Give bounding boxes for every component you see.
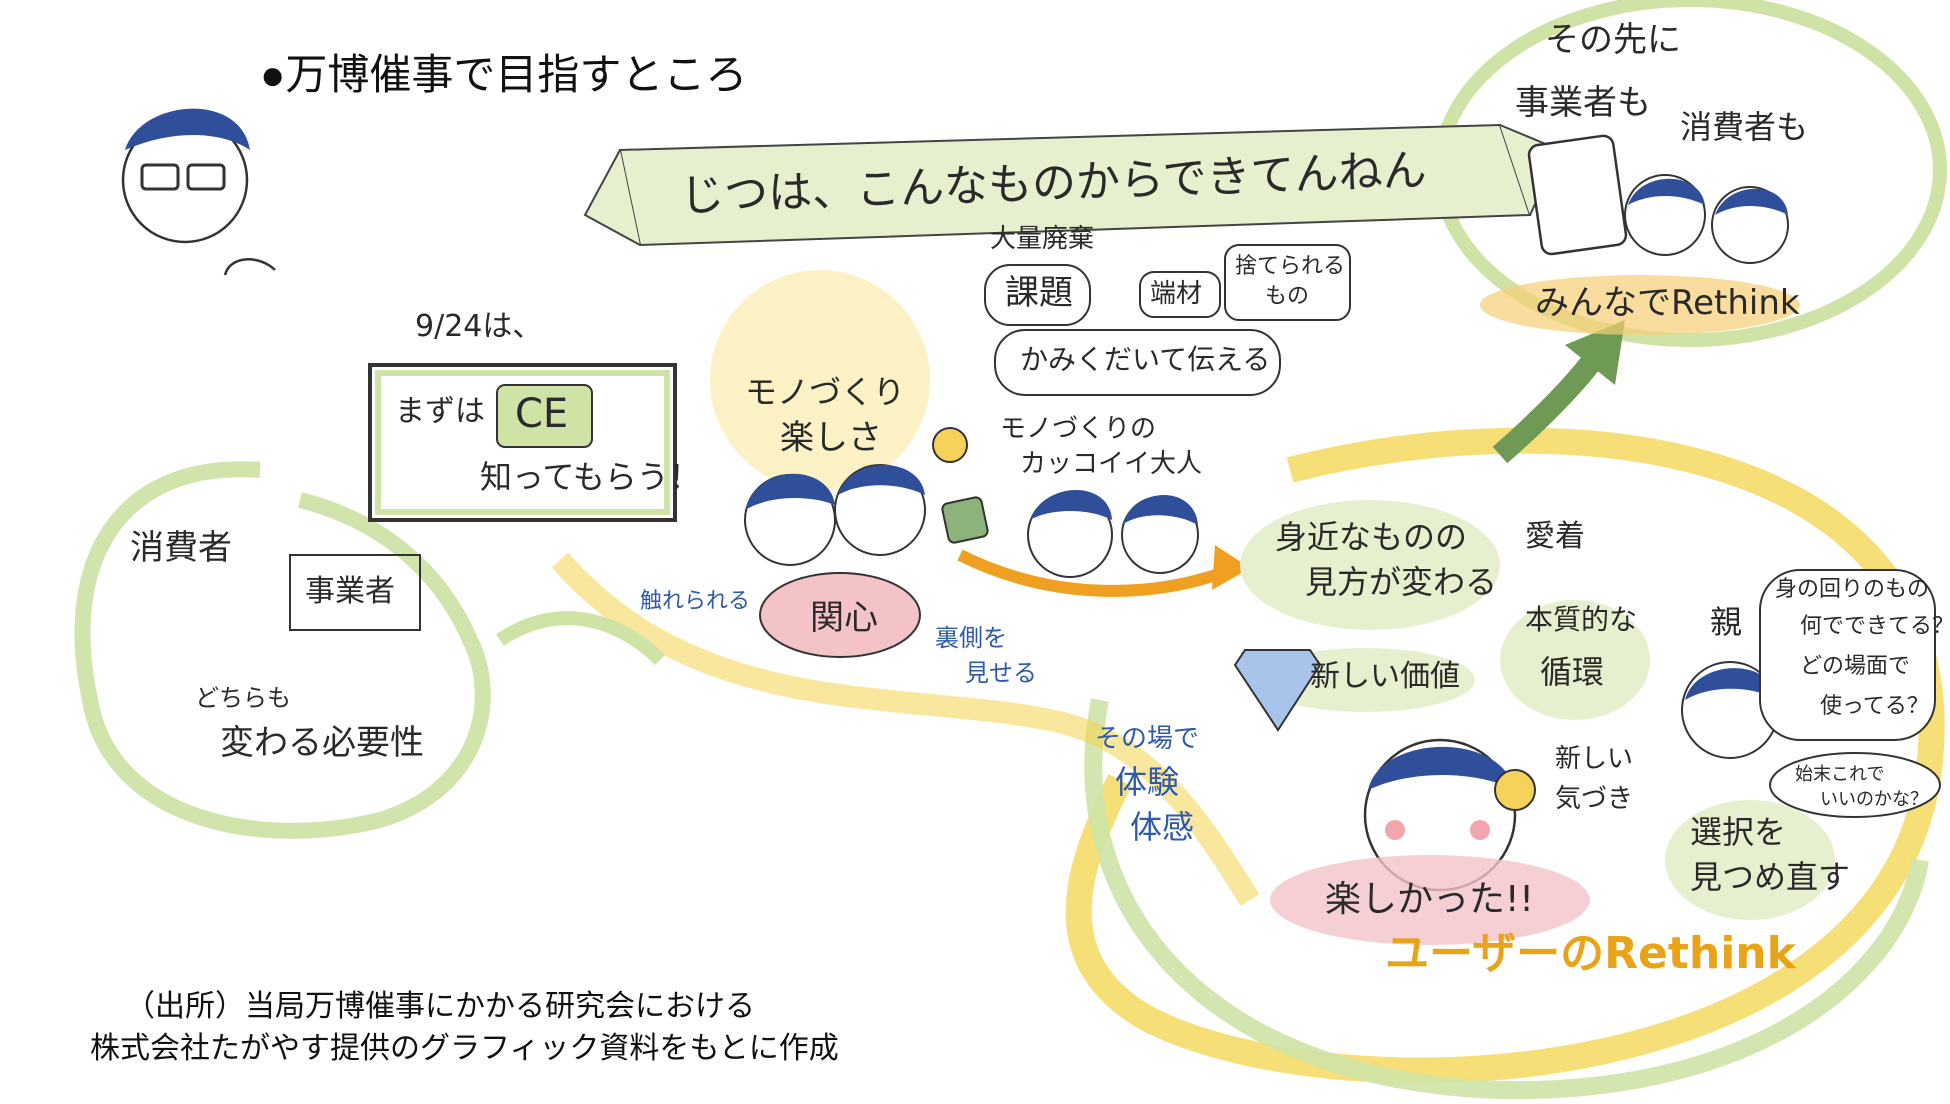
- cool-adult-line2: カッコイイ大人: [1020, 449, 1203, 479]
- presenter-hair: [125, 108, 250, 150]
- left-consumer: 消費者: [130, 528, 232, 568]
- cycle-wash: [1500, 600, 1650, 720]
- adult-hair-1: [1030, 490, 1112, 520]
- onsite-line3: 体感: [1130, 808, 1195, 846]
- interest-label: 関心: [810, 598, 878, 638]
- yellow-swoosh-mid: [551, 552, 1260, 906]
- tablet-character: [1527, 134, 1628, 256]
- left-need: 変わる必要性: [220, 723, 424, 763]
- cool-adult-line1: モノづくりの: [1000, 414, 1157, 444]
- question-bubble-2: [1769, 752, 1941, 818]
- view-wash: [1240, 500, 1500, 630]
- beyond-label: その先に: [1545, 20, 1681, 60]
- question-1c: どの場面で: [1800, 654, 1911, 679]
- ce-box: [496, 384, 593, 448]
- board-ce: CE: [515, 391, 569, 437]
- discarded-label-2: もの: [1265, 284, 1310, 309]
- material-square: [941, 496, 989, 544]
- parent-hair: [1685, 668, 1780, 700]
- view-line2: 見方が変わる: [1305, 563, 1498, 601]
- essential-line2: 循環: [1540, 653, 1605, 691]
- source-line1: （出所）当局万博催事にかかる研究会における: [125, 990, 755, 1023]
- green-swoosh-right: [1084, 698, 1929, 1100]
- new-insight-line1: 新しい: [1555, 744, 1634, 774]
- show-back-label-2: 見せる: [965, 659, 1037, 687]
- fun-label: 楽しかった!!: [1325, 879, 1534, 920]
- board-line1: まずは: [395, 394, 485, 429]
- waste-label: 大量廃棄: [990, 224, 1095, 254]
- user-hair: [1368, 746, 1515, 790]
- monodukuri-line2: 楽しさ: [780, 418, 882, 458]
- material-bubble: [1139, 271, 1221, 318]
- consumer-hair-1: [1628, 178, 1705, 205]
- essential-line1: 本質的な: [1525, 603, 1638, 636]
- interest-cloud: [759, 572, 921, 658]
- new-value-label: 新しい価値: [1310, 659, 1460, 694]
- new-insight-line2: 気づき: [1555, 784, 1634, 814]
- business-box: [289, 554, 421, 631]
- bulb-left: [932, 427, 968, 463]
- material-label: 端材: [1150, 279, 1203, 309]
- user-cheek-right: [1470, 820, 1490, 840]
- question-1a: 身の回りのもの: [1775, 577, 1930, 602]
- monodukuri-line1: モノづくり: [745, 373, 906, 411]
- user-rethink-label: ユーザーのRethink: [1385, 928, 1796, 979]
- issue-label: 課題: [1005, 273, 1073, 313]
- orange-arrow-head: [1212, 545, 1250, 590]
- question-2b: いいのかな？: [1820, 789, 1928, 810]
- boy-hair: [838, 465, 925, 495]
- touch-label: 触れられる: [640, 589, 751, 614]
- source-line2: 株式会社たがやす提供のグラフィック資料をもとに作成: [90, 1032, 839, 1065]
- everyone-wash: [1480, 275, 1800, 335]
- explain-label: かみくだいて伝える: [1020, 343, 1271, 376]
- board-line2: 知ってもらう！: [480, 458, 701, 496]
- diamond: [1233, 649, 1322, 732]
- green-arrow-head: [1565, 320, 1625, 385]
- explain-bubble: [994, 329, 1281, 396]
- discarded-label-1: 捨てられる: [1235, 254, 1346, 279]
- page-title: ●万博催事で目指すところ: [260, 51, 748, 98]
- yellow-swoosh: [1065, 427, 1945, 1084]
- presenter-hand: [223, 258, 276, 276]
- left-green-line: [496, 611, 665, 666]
- onsite-line1: その場で: [1095, 724, 1200, 754]
- question-1d: 使ってる？: [1820, 694, 1929, 719]
- bulb-right: [1494, 769, 1536, 811]
- question-bubble-1: [1759, 569, 1936, 741]
- top-consumer-label: 消費者も: [1680, 108, 1809, 146]
- top-business-label: 事業者も: [1515, 83, 1651, 123]
- sun-glow: [710, 270, 930, 490]
- attachment-label: 愛着: [1525, 519, 1585, 554]
- user-cheek-left: [1385, 820, 1405, 840]
- glasses-left: [140, 163, 180, 191]
- parent-label: 親: [1710, 603, 1743, 641]
- banner-tail-left: [583, 149, 641, 246]
- date-label: 9/24は、: [415, 309, 543, 344]
- orange-arrow: [957, 549, 1233, 597]
- chalkboard-inner: [375, 370, 670, 515]
- adult-hair-2: [1122, 495, 1198, 525]
- everyone-rethink: みんなでRethink: [1535, 283, 1800, 323]
- show-back-label: 裏側を: [935, 624, 1007, 652]
- girl-hair: [745, 473, 835, 510]
- reconsider-line1: 選択を: [1690, 813, 1787, 851]
- glasses-right: [186, 163, 226, 191]
- consumer-hair-2: [1715, 188, 1788, 215]
- question-2a: 始末これで: [1795, 764, 1885, 785]
- reconsider-line2: 見つめ直す: [1690, 858, 1851, 896]
- discarded-bubble: [1224, 244, 1351, 321]
- issue-bubble: [984, 264, 1091, 326]
- view-line1: 身近なものの: [1275, 518, 1468, 556]
- question-1b: 何でできてる？: [1800, 614, 1950, 639]
- fun-wash: [1270, 855, 1590, 945]
- left-both: どちらも: [195, 684, 291, 712]
- left-green-loop: [74, 461, 491, 839]
- onsite-line2: 体験: [1115, 763, 1180, 801]
- left-business: 事業者: [305, 574, 395, 609]
- reconsider-wash: [1665, 800, 1835, 920]
